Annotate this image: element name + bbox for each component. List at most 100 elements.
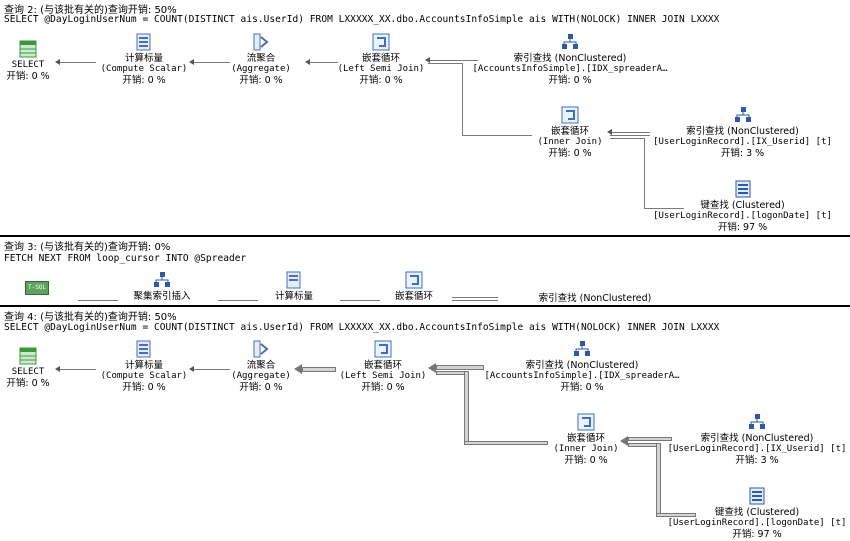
node-name: 键查找 (Clustered)	[714, 507, 800, 518]
node-cost: 开销: 3 %	[735, 455, 779, 466]
query4-plan-pane[interactable]: 查询 4: (与该批有关的)查询开销: 50% SELECT @DayLogin…	[0, 307, 850, 541]
compute-scalar-icon	[135, 33, 153, 51]
query4-aggregate-node[interactable]: 流聚合 (Aggregate) 开销: 0 %	[226, 340, 296, 393]
node-subtitle: (Aggregate)	[231, 371, 291, 381]
node-name: 计算标量	[124, 53, 163, 64]
node-cost: 开销: 0 %	[239, 382, 283, 393]
query3-header: 查询 3: (与该批有关的)查询开销: 0%	[4, 242, 171, 253]
node-name: 嵌套循环	[550, 126, 589, 137]
compute-scalar-icon	[285, 271, 303, 289]
node-name: 嵌套循环	[363, 360, 402, 371]
node-name: 流聚合	[246, 53, 276, 64]
node-name: 索引查找 (NonClustered)	[686, 126, 799, 137]
node-cost: 开销: 3 %	[720, 148, 765, 159]
node-name: 计算标量	[124, 360, 163, 371]
node-cost: 开销: 0 %	[548, 75, 592, 86]
index-seek-icon	[573, 340, 591, 358]
node-subtitle: [UserLoginRecord].[logonDate] [t]	[653, 211, 832, 221]
query4-index-seek-2-node[interactable]: 索引查找 (NonClustered) [UserLoginRecord].[I…	[664, 413, 850, 466]
node-subtitle: (Left Semi Join)	[339, 371, 427, 381]
query3-nested-loop-node[interactable]: 嵌套循环	[384, 271, 444, 302]
query2-header: 查询 2: (与该批有关的)查询开销: 50%	[4, 5, 177, 16]
query4-select-node[interactable]: SELECT 开销: 0 %	[4, 347, 52, 389]
query2-semi-join-node[interactable]: 嵌套循环 (Left Semi Join) 开销: 0 %	[336, 33, 426, 86]
node-name: 流聚合	[246, 360, 276, 371]
node-subtitle: (Aggregate)	[231, 64, 291, 74]
query4-index-seek-node[interactable]: 索引查找 (NonClustered) [AccountsInfoSimple]…	[482, 340, 682, 393]
clustered-index-insert-icon	[153, 271, 171, 289]
query2-inner-join-node[interactable]: 嵌套循环 (Inner Join) 开销: 0 %	[532, 106, 608, 159]
nested-loop-icon	[577, 413, 595, 431]
node-name: 索引查找 (NonClustered)	[525, 360, 639, 371]
node-name: 键查找 (Clustered)	[700, 200, 785, 211]
index-seek-icon	[734, 106, 752, 124]
node-name: 嵌套循环	[361, 53, 400, 64]
pane-separator[interactable]	[0, 235, 850, 237]
nested-loop-icon	[372, 33, 390, 51]
query4-inner-join-node[interactable]: 嵌套循环 (Inner Join) 开销: 0 %	[548, 413, 624, 466]
node-subtitle: (Compute Scalar)	[100, 64, 188, 74]
nested-loop-icon	[561, 106, 579, 124]
node-subtitle: [AccountsInfoSimple].[IDX_spreaderA…	[484, 371, 680, 381]
compute-scalar-icon	[135, 340, 153, 358]
node-cost: 开销: 0 %	[361, 382, 405, 393]
query4-header: 查询 4: (与该批有关的)查询开销: 50%	[4, 312, 177, 323]
nested-loop-icon	[374, 340, 392, 358]
query2-sql: SELECT @DayLoginUserNum = COUNT(DISTINCT…	[4, 14, 720, 25]
nested-loop-icon	[405, 271, 423, 289]
query3-tsql-node[interactable]: T-SQL	[22, 281, 52, 295]
node-cost: 开销: 0 %	[560, 382, 604, 393]
node-cost: 开销: 0 %	[564, 455, 608, 466]
node-subtitle: (Inner Join)	[553, 444, 619, 454]
query2-index-seek-2-node[interactable]: 索引查找 (NonClustered) [UserLoginRecord].[I…	[650, 106, 835, 159]
node-name: 聚集索引插入	[133, 291, 191, 302]
index-seek-icon	[748, 413, 766, 431]
node-subtitle: [UserLoginRecord].[IX_Userid] [t]	[653, 137, 832, 147]
index-seek-icon	[561, 33, 579, 51]
node-name: 嵌套循环	[394, 291, 433, 302]
node-subtitle: [UserLoginRecord].[IX_Userid] [t]	[667, 444, 847, 454]
query2-index-seek-node[interactable]: 索引查找 (NonClustered) [AccountsInfoSimple]…	[470, 33, 670, 86]
node-cost: 开销: 0 %	[239, 75, 283, 86]
node-name: 索引查找 (NonClustered)	[700, 433, 814, 444]
query2-compute-scalar-node[interactable]: 计算标量 (Compute Scalar) 开销: 0 %	[96, 33, 192, 86]
query3-plan-pane[interactable]: 查询 3: (与该批有关的)查询开销: 0% FETCH NEXT FROM l…	[0, 237, 850, 305]
node-subtitle: (Compute Scalar)	[100, 371, 188, 381]
node-cost: 开销: 0 %	[6, 378, 50, 389]
node-name: 嵌套循环	[566, 433, 605, 444]
node-cost: 开销: 97 %	[732, 529, 782, 540]
query4-sql: SELECT @DayLoginUserNum = COUNT(DISTINCT…	[4, 322, 720, 333]
key-lookup-icon	[734, 180, 752, 198]
query2-plan-pane[interactable]: 查询 2: (与该批有关的)查询开销: 50% SELECT @DayLogin…	[0, 0, 850, 237]
query2-key-lookup-node[interactable]: 键查找 (Clustered) [UserLoginRecord].[logon…	[650, 180, 835, 233]
select-icon	[19, 40, 37, 58]
node-subtitle: [UserLoginRecord].[logonDate] [t]	[667, 518, 847, 528]
query2-aggregate-node[interactable]: 流聚合 (Aggregate) 开销: 0 %	[226, 33, 296, 86]
node-name: SELECT	[11, 367, 45, 377]
aggregate-icon	[252, 33, 270, 51]
node-cost: 开销: 0 %	[122, 382, 166, 393]
query4-compute-scalar-node[interactable]: 计算标量 (Compute Scalar) 开销: 0 %	[96, 340, 192, 393]
query2-select-node[interactable]: SELECT 开销: 0 %	[4, 40, 52, 82]
query3-index-seek-node[interactable]: 索引查找 (NonClustered)	[520, 293, 670, 304]
node-cost: 开销: 0 %	[548, 148, 592, 159]
node-subtitle: [AccountsInfoSimple].[IDX_spreaderA…	[472, 64, 668, 74]
node-name: 索引查找 (NonClustered)	[513, 53, 627, 64]
node-subtitle: (Left Semi Join)	[337, 64, 425, 74]
node-name: 计算标量	[274, 291, 313, 302]
node-name: 索引查找 (NonClustered)	[538, 293, 652, 304]
query4-semi-join-node[interactable]: 嵌套循环 (Left Semi Join) 开销: 0 %	[338, 340, 428, 393]
node-name: SELECT	[11, 60, 45, 70]
aggregate-icon	[252, 340, 270, 358]
tsql-icon: T-SQL	[25, 281, 49, 295]
query3-compute-scalar-node[interactable]: 计算标量	[262, 271, 326, 302]
key-lookup-icon	[748, 487, 766, 505]
select-icon	[19, 347, 37, 365]
pane-separator[interactable]	[0, 305, 850, 307]
node-subtitle: (Inner Join)	[537, 137, 603, 147]
query3-clustered-insert-node[interactable]: 聚集索引插入	[122, 271, 202, 302]
query4-key-lookup-node[interactable]: 键查找 (Clustered) [UserLoginRecord].[logon…	[664, 487, 850, 540]
node-cost: 开销: 97 %	[717, 222, 768, 233]
node-cost: 开销: 0 %	[6, 71, 50, 82]
node-cost: 开销: 0 %	[122, 75, 166, 86]
